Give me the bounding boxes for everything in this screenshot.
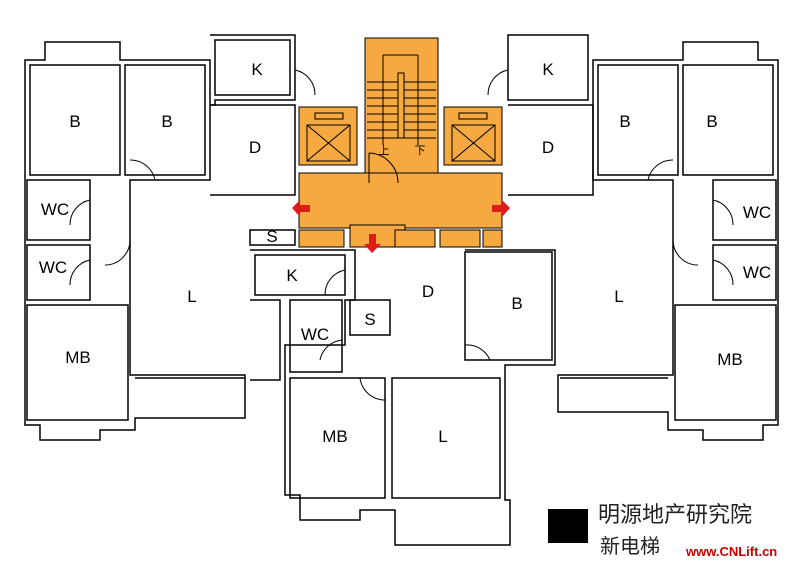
room-label: D: [541, 138, 555, 157]
room-label: S: [266, 227, 278, 246]
room-label: MB: [65, 348, 91, 367]
room-label: WC: [38, 258, 68, 277]
room-label: MB: [322, 427, 348, 446]
watermark-org: 明源地产研究院: [598, 503, 753, 528]
room-label: B: [69, 112, 81, 131]
room-label: D: [248, 138, 262, 157]
room-label: S: [364, 310, 376, 329]
room-label: K: [251, 60, 263, 79]
stair-down-label: 下: [414, 145, 426, 157]
exit-arrows: [292, 200, 510, 253]
room-label: WC: [742, 203, 772, 222]
room-label: K: [542, 60, 554, 79]
room-label: B: [619, 112, 631, 131]
room-label: WC: [742, 263, 772, 282]
room-label: L: [614, 287, 624, 306]
watermark-url: www.CNLift.cn: [686, 544, 778, 559]
watermark-overlay: 新电梯: [600, 534, 660, 558]
room-label: K: [286, 266, 298, 285]
room-label: D: [421, 282, 435, 301]
room-label: L: [187, 287, 197, 306]
room-label: B: [511, 294, 523, 313]
room-label: B: [706, 112, 718, 131]
room-label: WC: [40, 200, 70, 219]
room-label: B: [161, 112, 173, 131]
room-label: WC: [300, 325, 330, 344]
stair-up-label: 上: [378, 145, 390, 157]
room-label: MB: [717, 350, 743, 369]
elevator-core: [298, 37, 503, 248]
wechat-icon: [548, 509, 588, 543]
room-label: L: [438, 427, 448, 446]
